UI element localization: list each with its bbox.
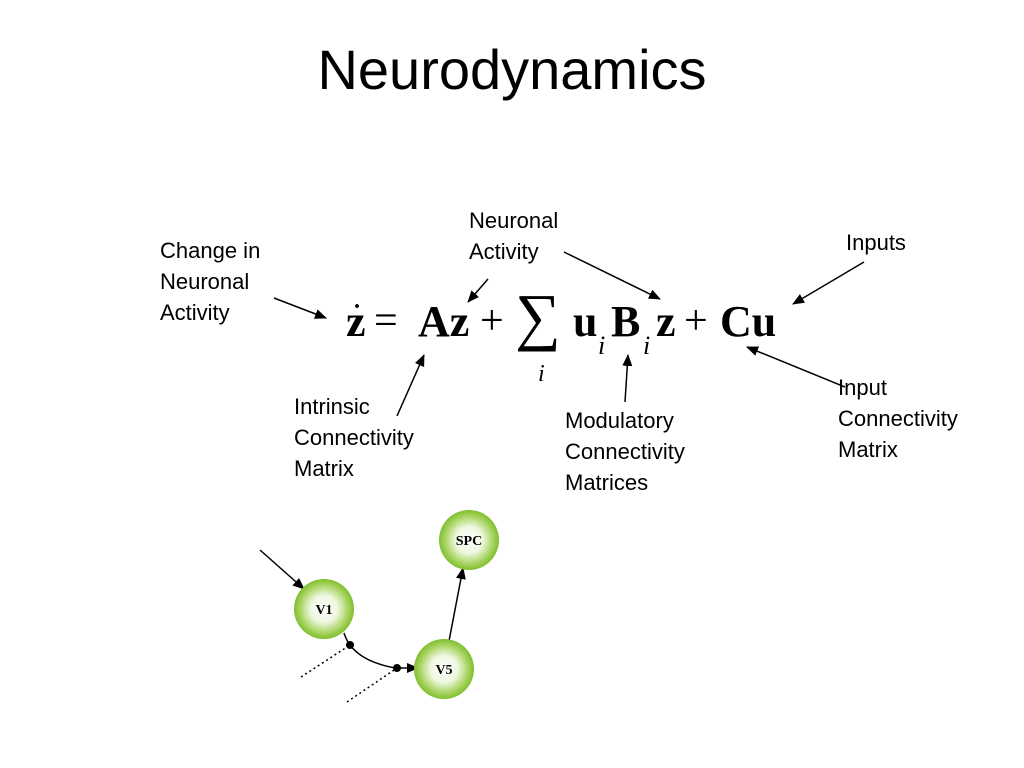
eq-plus-1: + xyxy=(480,298,504,344)
node-spc: SPC xyxy=(439,510,499,570)
eq-zdot-dot: · xyxy=(353,294,362,320)
modulatory-dotted-line-2 xyxy=(346,667,398,703)
eq-B: B xyxy=(611,297,641,346)
eq-Cu: Cu xyxy=(720,297,777,346)
arrow-neuronal-to-Az xyxy=(467,278,489,303)
label-inputs: Inputs xyxy=(846,230,906,255)
node-v1-label: V1 xyxy=(315,603,332,618)
modulatory-junction-2 xyxy=(393,664,401,672)
label-change-in-neuronal-activity: Change in Neuronal Activity xyxy=(160,238,261,325)
arrow-external-input-to-v1 xyxy=(259,549,305,590)
eq-Az: Az xyxy=(418,297,470,346)
arrow-intrinsic-to-A xyxy=(396,354,425,417)
eq-B-subscript: i xyxy=(643,331,651,360)
eq-sum-symbol: ∑ xyxy=(515,281,561,352)
arrow-input-conn-to-C xyxy=(746,346,846,388)
slide-title: Neurodynamics xyxy=(317,38,707,101)
modulatory-dotted-line-1 xyxy=(300,644,351,678)
node-v5-label: V5 xyxy=(435,663,452,678)
arrow-v5-to-spc xyxy=(448,567,466,642)
eq-u-subscript: i xyxy=(598,331,606,360)
label-input-connectivity-matrix: Input Connectivity Matrix xyxy=(838,375,958,462)
eq-sum-index: i xyxy=(538,361,545,387)
eq-u: u xyxy=(573,297,598,346)
connection-v1-to-v5 xyxy=(343,632,419,673)
arrow-change-to-zdot xyxy=(273,297,327,319)
eq-equals: = xyxy=(374,298,398,344)
arrow-modulatory-to-B xyxy=(622,354,633,403)
node-v1: V1 xyxy=(294,579,354,639)
node-spc-label: SPC xyxy=(456,534,482,549)
eq-z: z xyxy=(656,297,676,346)
arrow-neuronal-to-z xyxy=(563,251,661,300)
label-intrinsic-connectivity-matrix: Intrinsic Connectivity Matrix xyxy=(294,394,414,481)
arrow-inputs-to-u xyxy=(792,261,865,305)
label-modulatory-connectivity-matrices: Modulatory Connectivity Matrices xyxy=(565,408,685,495)
eq-plus-2: + xyxy=(684,298,708,344)
modulatory-junction-1 xyxy=(346,641,354,649)
label-neuronal-activity: Neuronal Activity xyxy=(469,208,559,264)
node-v5: V5 xyxy=(414,639,474,699)
eq-zdot: z xyxy=(346,297,366,346)
